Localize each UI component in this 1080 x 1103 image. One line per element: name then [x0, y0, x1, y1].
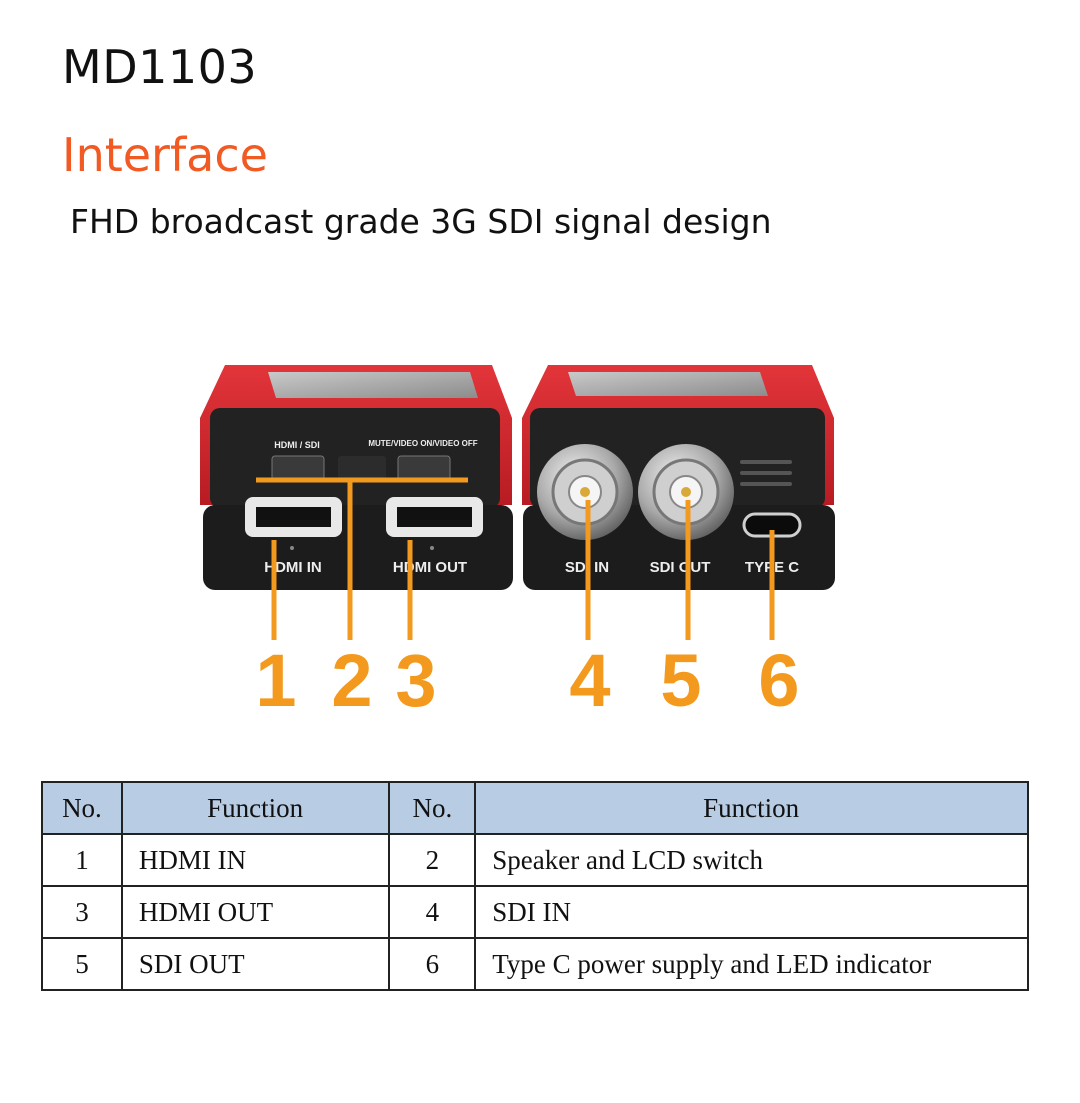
lcd-screen-right — [568, 372, 768, 396]
callout-1: 1 — [255, 639, 296, 722]
callout-2: 2 — [331, 639, 372, 722]
device-photo: HDMI / SDI MUTE/VIDEO ON/VIDEO OFF HDMI … — [200, 365, 835, 722]
cell-no: 2 — [388, 833, 477, 887]
callout-4: 4 — [569, 639, 610, 722]
function-table: No. Function No. Function 1 HDMI IN 2 Sp… — [41, 781, 1029, 991]
table-row: 1 HDMI IN 2 Speaker and LCD switch — [41, 833, 1029, 887]
callout-5: 5 — [660, 639, 701, 722]
cell-function: Type C power supply and LED indicator — [474, 937, 1029, 991]
cell-function: SDI OUT — [120, 937, 391, 991]
table-header-row: No. Function No. Function — [41, 781, 1029, 835]
header-function-2: Function — [474, 781, 1029, 835]
mute-video-switch[interactable] — [397, 455, 451, 481]
lcd-screen-left — [268, 372, 478, 398]
cell-no: 1 — [41, 833, 123, 887]
sdi-out-port[interactable] — [638, 444, 734, 540]
cell-function: Speaker and LCD switch — [474, 833, 1029, 887]
cell-function: HDMI OUT — [120, 885, 391, 939]
table-row: 3 HDMI OUT 4 SDI IN — [41, 885, 1029, 939]
sdi-out-label: SDI OUT — [650, 559, 711, 576]
hdmi-in-label: HDMI IN — [264, 559, 322, 576]
hdmi-out-label: HDMI OUT — [393, 559, 467, 576]
cell-no: 3 — [41, 885, 123, 939]
cell-no: 4 — [388, 885, 477, 939]
cell-function: HDMI IN — [120, 833, 391, 887]
callout-3: 3 — [395, 639, 436, 722]
table-row: 5 SDI OUT 6 Type C power supply and LED … — [41, 937, 1029, 991]
left-unit: HDMI / SDI MUTE/VIDEO ON/VIDEO OFF HDMI … — [200, 365, 513, 590]
section-heading: Interface — [62, 128, 268, 182]
header-no-2: No. — [388, 781, 477, 835]
subtitle: FHD broadcast grade 3G SDI signal design — [70, 202, 772, 241]
sdi-in-port[interactable] — [537, 444, 633, 540]
cell-no: 5 — [41, 937, 123, 991]
speaker-grille — [740, 460, 792, 486]
hdmi-sdi-label: HDMI / SDI — [274, 440, 320, 450]
model-title: MD1103 — [62, 40, 258, 94]
hdmi-sdi-switch[interactable] — [271, 455, 325, 481]
right-unit: SDI IN SDI OUT TYPE C — [522, 365, 835, 590]
callout-lines — [256, 477, 775, 640]
cell-function: SDI IN — [474, 885, 1029, 939]
middle-switch[interactable] — [338, 456, 386, 480]
callout-6: 6 — [758, 639, 799, 722]
header-no-1: No. — [41, 781, 123, 835]
mute-video-label: MUTE/VIDEO ON/VIDEO OFF — [368, 439, 477, 448]
header-function-1: Function — [120, 781, 391, 835]
cell-no: 6 — [388, 937, 477, 991]
